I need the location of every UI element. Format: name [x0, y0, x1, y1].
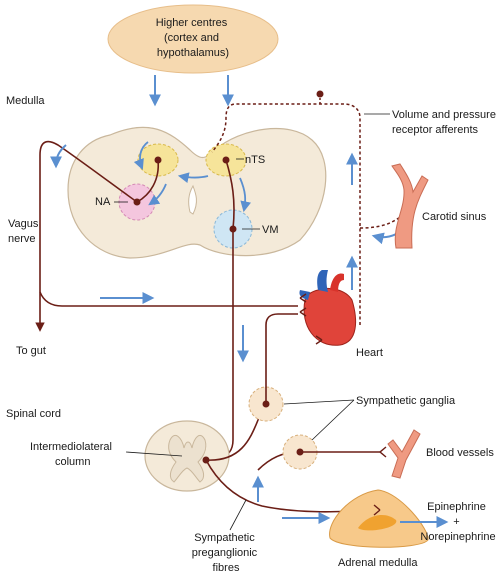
vessel-synapse — [379, 446, 387, 458]
vm-descending-fibre — [205, 229, 234, 461]
epinephrine-line-2: + — [453, 516, 459, 528]
nts-left-soma — [154, 156, 162, 164]
intermediolateral-label: Intermediolateral column — [30, 441, 115, 468]
afferent-soma — [316, 90, 324, 98]
carotid-sinus-vessel — [391, 163, 429, 249]
volume-pressure-line-1: Volume and pressure — [392, 109, 496, 121]
adrenal-medulla-core — [358, 514, 397, 531]
nts-right-soma — [222, 156, 230, 164]
higher-centres-label: Higher centres (cortex and hypothalamus) — [156, 17, 231, 59]
na-soma — [133, 198, 141, 206]
sympathetic-ganglia-label: Sympathetic ganglia — [356, 395, 456, 407]
vagus-nerve-label: Vagus nerve — [8, 218, 41, 245]
higher-centres-line-2: (cortex and — [164, 32, 219, 44]
blood-vessel-illustration — [387, 429, 421, 479]
preganglionic-line-3: fibres — [213, 562, 240, 574]
heart-synapse-2 — [299, 307, 307, 317]
epinephrine-line-1: Epinephrine — [427, 501, 486, 513]
spinal-cord-label: Spinal cord — [6, 408, 61, 420]
nts-to-vm-fibre — [225, 159, 235, 230]
vagus-arrow-descending — [50, 144, 67, 169]
medulla-arrow-between-nts — [177, 172, 209, 183]
to-gut-label: To gut — [16, 345, 46, 357]
volume-pressure-label: Volume and pressure receptor afferents — [392, 109, 499, 136]
medulla-arrow-to-vm — [239, 177, 251, 213]
medulla-arrow-nts-left — [133, 141, 149, 171]
blood-vessels-label: Blood vessels — [426, 447, 494, 459]
medulla-arrow-to-na — [148, 183, 167, 206]
vagus-nerve-fibre — [35, 140, 138, 332]
higher-centres-line-3: hypothalamus) — [157, 47, 229, 59]
heart-illustration — [299, 270, 357, 346]
vagus-line-2: nerve — [8, 233, 36, 245]
na-label: NA — [95, 196, 111, 208]
medulla-cross-section — [67, 126, 327, 259]
nts-to-na-fibre — [136, 159, 160, 203]
vm-label: VM — [262, 224, 279, 236]
epinephrine-line-3: Norepinephrine — [420, 531, 495, 543]
heart-label: Heart — [356, 347, 383, 359]
adrenal-medulla-label: Adrenal medulla — [338, 557, 418, 569]
central-canal — [188, 184, 197, 215]
vagus-to-heart-fibre — [39, 291, 298, 307]
carotid-sinus-label: Carotid sinus — [422, 211, 487, 223]
vm-soma — [229, 225, 237, 233]
intermediolateral-line-1: Intermediolateral — [30, 441, 112, 453]
heart-synapse-3 — [315, 335, 323, 345]
intermediolateral-line-2: column — [55, 456, 90, 468]
higher-centres-ellipse — [107, 4, 279, 74]
heart-synapse-1 — [299, 293, 307, 303]
spinal-grey-matter — [168, 435, 207, 483]
vagus-line-1: Vagus — [8, 218, 39, 230]
intermediolateral-leader — [125, 451, 183, 457]
medulla-label: Medulla — [6, 95, 45, 107]
sympathetic-preganglionic-label: Sympathetic preganglionic fibres — [192, 532, 261, 574]
epinephrine-label: Epinephrine + Norepinephrine — [420, 501, 495, 543]
postganglionic-to-heart — [265, 313, 298, 404]
adrenal-synapse — [373, 504, 381, 516]
higher-centres-line-1: Higher centres — [156, 17, 228, 29]
preganglionic-line-2: preganglionic — [192, 547, 258, 559]
volume-pressure-line-2: receptor afferents — [392, 124, 479, 136]
sympathetic-ganglia-leader — [283, 399, 355, 441]
afferent-pathway — [211, 103, 361, 325]
preganglionic-leader — [229, 499, 247, 531]
preganglionic-line-1: Sympathetic — [194, 532, 255, 544]
nts-label: nTS — [245, 154, 265, 166]
